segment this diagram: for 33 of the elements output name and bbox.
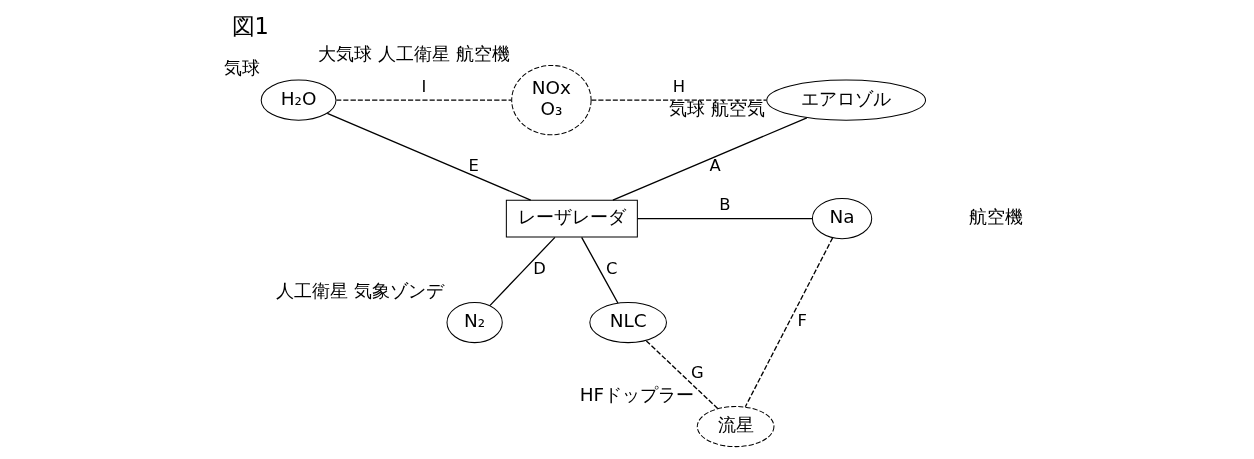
edge-label: A [709, 155, 721, 175]
node-ellipse: 流星 [696, 406, 774, 448]
connector [611, 117, 807, 201]
node-label: 人工衛星 気象ゾンデ [275, 279, 444, 301]
edge-label: B [718, 195, 730, 215]
node-ellipse: エアロゾル [765, 79, 926, 121]
connector [326, 112, 531, 201]
node-ellipse: Na [811, 198, 872, 240]
node-label: 気球 航空気 [668, 97, 765, 119]
node-ellipse: H₂O [260, 79, 336, 121]
edge-label: G [690, 363, 704, 383]
label: 航空機 [968, 206, 1023, 228]
node-label: 気球 [223, 57, 260, 79]
node-label: 大気球 人工衛星 航空機 [317, 42, 510, 64]
edge-label: F [796, 311, 807, 331]
node-ellipse: NLC [588, 302, 667, 344]
connector [636, 217, 813, 220]
edge-label: E [467, 155, 479, 175]
connector [580, 236, 619, 304]
edge-label: H [672, 76, 685, 96]
edge-label: C [605, 259, 617, 279]
connector [335, 99, 512, 101]
connector [488, 236, 556, 306]
node-label: HFドップラー [579, 383, 694, 405]
diagram-title: 図1 [231, 13, 269, 40]
node-ellipse: N₂ [446, 302, 503, 344]
connector [744, 237, 833, 408]
node-ellipse: NOx O₃ [510, 64, 592, 136]
edge-label: I [420, 76, 426, 96]
connector [590, 99, 767, 101]
connector [645, 340, 718, 410]
node-box: レーザレーダ [505, 199, 638, 238]
edge-label: D [532, 259, 546, 279]
